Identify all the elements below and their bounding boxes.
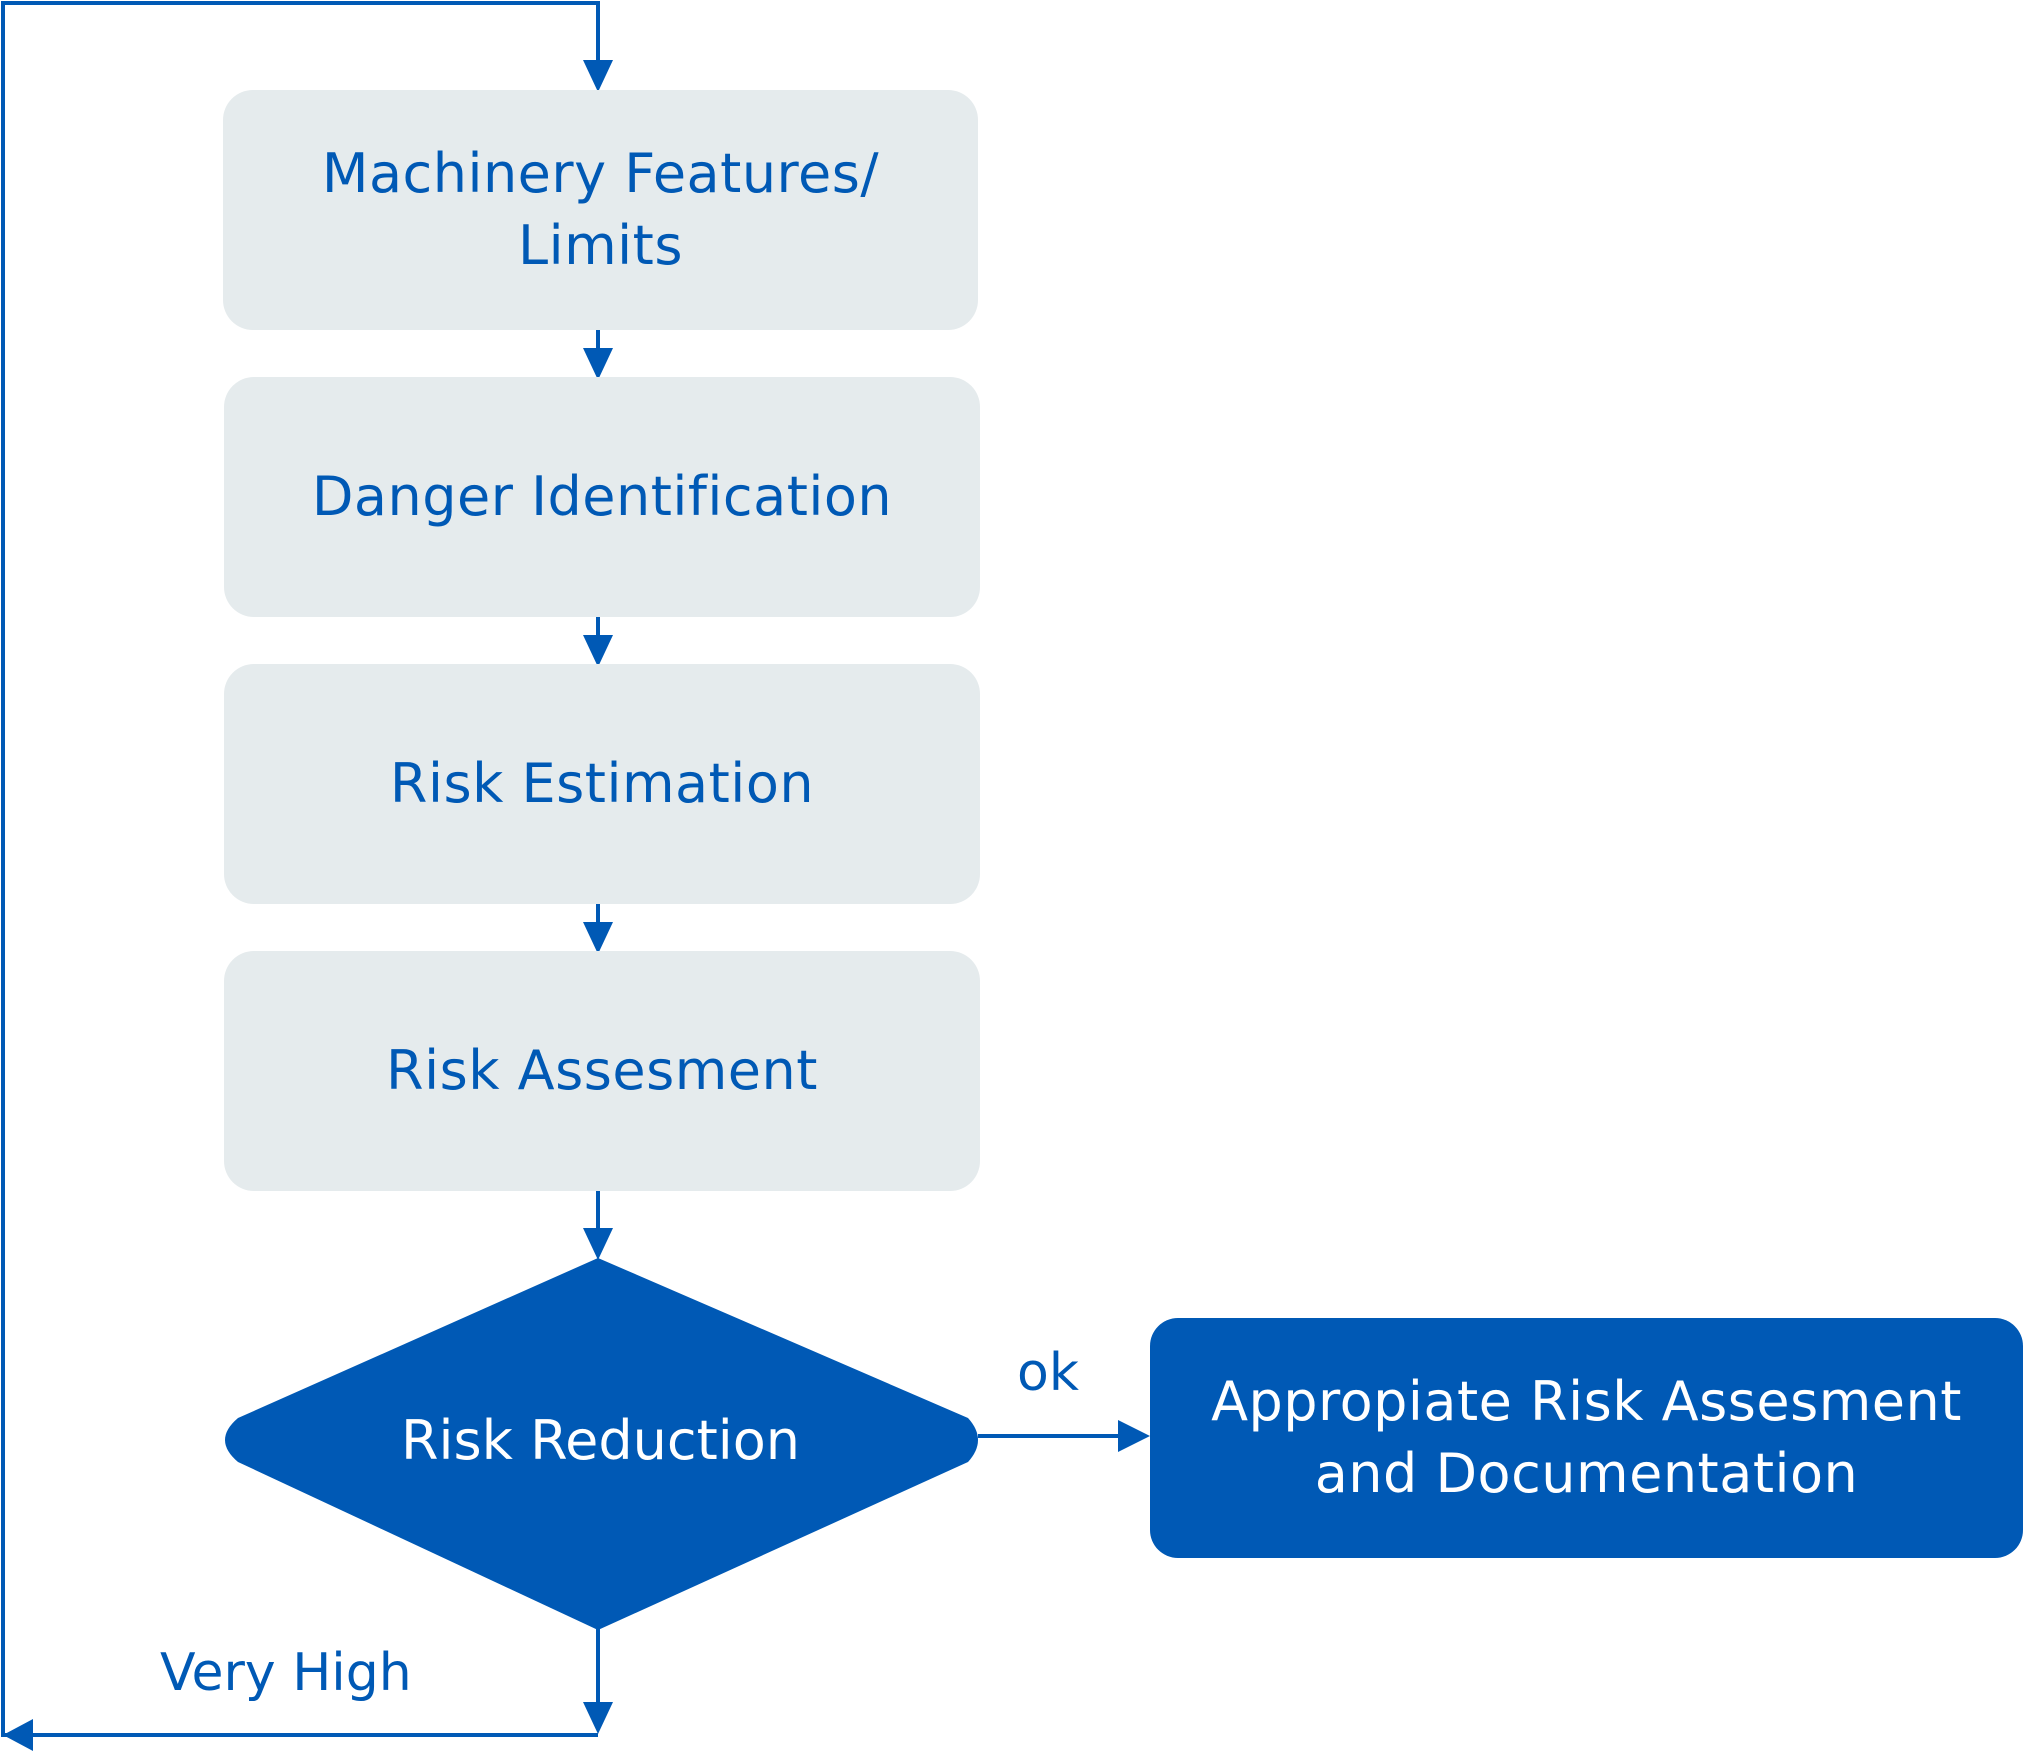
documentation-box: Appropiate Risk Assesment and Documentat… xyxy=(1150,1318,2023,1558)
risk-assessment-label: Risk Assesment xyxy=(386,1039,818,1102)
risk-estimation-box: Risk Estimation xyxy=(224,664,980,904)
arrowhead-into-reduction xyxy=(583,1228,613,1260)
very-high-edge-label: Very High xyxy=(160,1643,412,1703)
risk-estimation-label: Risk Estimation xyxy=(389,752,815,815)
arrowhead-into-estimation xyxy=(583,635,613,667)
risk-reduction-label: Risk Reduction xyxy=(400,1408,801,1472)
machinery-features-box: Machinery Features/ Limits xyxy=(223,90,978,330)
arrowhead-into-machinery xyxy=(583,60,613,92)
risk-assessment-box: Risk Assesment xyxy=(224,951,980,1191)
documentation-text: Appropiate Risk Assesment and Documentat… xyxy=(1211,1366,1962,1510)
documentation-line2: and Documentation xyxy=(1314,1442,1859,1505)
machinery-features-line1: Machinery Features/ xyxy=(321,142,880,205)
loop-arrowhead-left xyxy=(3,1719,33,1751)
ok-edge-label: ok xyxy=(1017,1343,1079,1403)
danger-identification-box: Danger Identification xyxy=(224,377,980,617)
arrowhead-into-assessment xyxy=(583,922,613,954)
arrowhead-into-danger xyxy=(583,348,613,380)
risk-reduction-diamond xyxy=(225,1258,978,1630)
documentation-line1: Appropiate Risk Assesment xyxy=(1211,1370,1962,1433)
machinery-features-line2: Limits xyxy=(517,214,683,277)
loop-back-connector xyxy=(1,1,600,1737)
machinery-features-text: Machinery Features/ Limits xyxy=(322,138,879,282)
danger-identification-label: Danger Identification xyxy=(311,465,893,528)
arrowhead-into-documentation xyxy=(1118,1420,1150,1452)
arrowhead-reduction-down xyxy=(583,1702,613,1734)
